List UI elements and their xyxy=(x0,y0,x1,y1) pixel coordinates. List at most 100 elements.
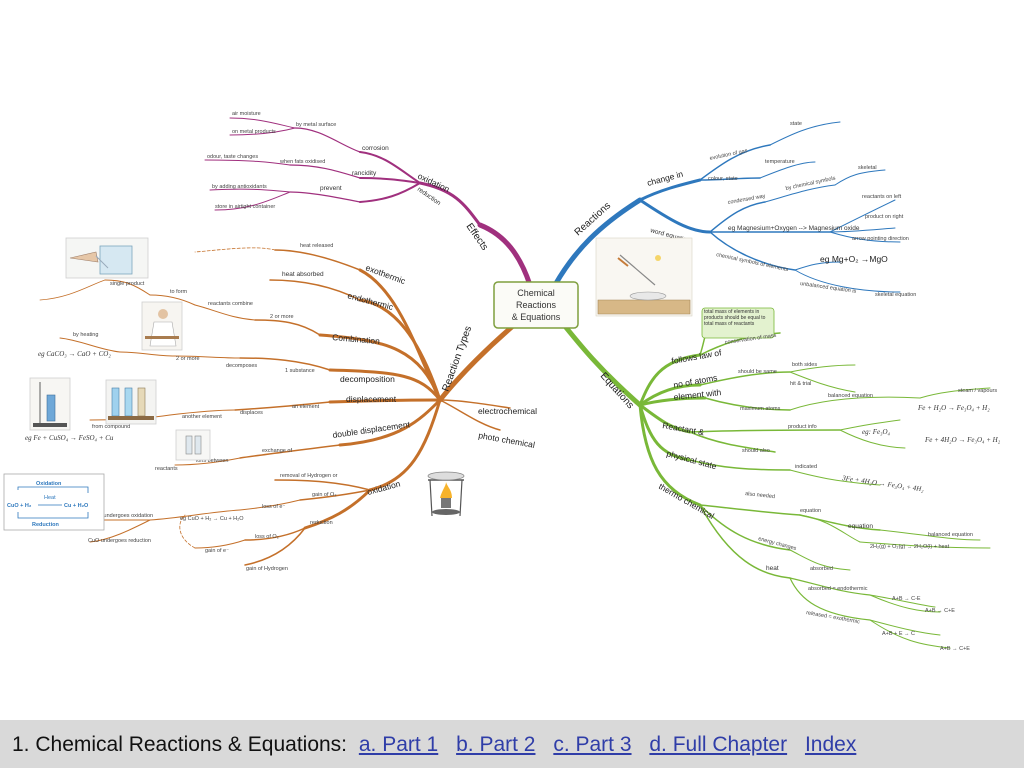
link-part-2[interactable]: b. Part 2 xyxy=(456,733,536,756)
types-gain-o: gain of O₂ xyxy=(312,492,336,498)
effects-when-fats-oxidised: when fats oxidised xyxy=(279,159,325,165)
equations-absorbed-endo: absorbed = endothermic xyxy=(808,586,868,592)
branch-reactions xyxy=(552,121,901,293)
footer-bar: 1. Chemical Reactions & Equations: a. Pa… xyxy=(0,720,1024,768)
mind-map-canvas: Effects oxidation reduction corrosion ra… xyxy=(3,111,1001,652)
types-exothermic: exothermic xyxy=(364,262,407,286)
redox-oxidation-label: Oxidation xyxy=(36,481,62,487)
equations-balanced-eq: balanced equation xyxy=(828,393,873,399)
types-double-displacement: double displacement xyxy=(332,419,411,440)
equations-add-also: should also xyxy=(742,448,770,454)
reactions-condensed-way: condensed way xyxy=(727,193,766,206)
reactions-skeletal-eq: skeletal equation xyxy=(875,292,916,298)
equations-eq2: Fe + 4H₂O → Fe₃O₄ + H₂ xyxy=(924,436,1001,444)
beaker-illustration xyxy=(65,237,149,279)
types-gain-e: gain of e⁻ xyxy=(205,548,229,554)
reactions-state: state xyxy=(790,121,802,127)
effects-labels: Effects oxidation reduction corrosion ra… xyxy=(207,111,490,253)
equations-ab-exo: A+B → C+E xyxy=(925,608,955,614)
redox-reduction-arrow xyxy=(17,512,89,519)
redox-diagram: Oxidation CuO + H₂ Heat Cu + H₂O Reducti… xyxy=(3,473,105,531)
equations-both-sides: both sides xyxy=(792,362,817,368)
types-displaces: displaces xyxy=(240,410,263,416)
reactions-temperature: temperature xyxy=(765,159,795,165)
equations-equation: equation xyxy=(848,523,873,530)
effects-odour-taste: odour, taste changes xyxy=(207,154,258,160)
types-exchange-of: exchange of xyxy=(262,448,292,454)
types-h2-undergoes: H2 undergoes oxidation xyxy=(95,513,153,519)
equations-element-with: element with xyxy=(673,387,722,402)
types-loss-e: loss of e⁻ xyxy=(262,504,285,510)
types-displacement: displacement xyxy=(346,394,397,404)
equations-note-box xyxy=(701,307,775,339)
equations-same-both: should be same xyxy=(738,369,777,375)
lab-stand-illustration xyxy=(29,377,71,431)
types-two-or-more-products: 2 or more xyxy=(176,356,200,362)
effects-on-metal-products: on metal products xyxy=(232,129,276,135)
reactions-symbols: chemical symbols of elements xyxy=(716,252,789,273)
types-decomposes: decomposes xyxy=(226,363,257,369)
branch-effects xyxy=(204,117,533,288)
types-heat-released: heat released xyxy=(300,243,333,249)
types-single-product: single product xyxy=(110,281,145,287)
redox-right: Cu + H₂O xyxy=(64,503,89,509)
equations-follows-law: follows law of xyxy=(671,347,723,366)
magnesium-experiment-illustration xyxy=(595,237,693,317)
reactions-reactants-left: reactants on left xyxy=(862,194,902,200)
link-part-1[interactable]: a. Part 1 xyxy=(358,733,439,756)
types-one-substance: 1 substance xyxy=(285,368,315,374)
reactions-eg-mg: eg Magnesium+Oxygen --> Magnesium oxide xyxy=(728,225,860,232)
equations-note-wrap: total mass of elements in products shoul… xyxy=(704,309,766,327)
redox-box xyxy=(3,473,105,531)
types-reduction: reduction xyxy=(310,520,333,526)
types-eg-cuo: eg CuO + H₂ → Cu + H₂O xyxy=(180,516,244,522)
equations-product-info: product info xyxy=(788,424,817,430)
link-part-3[interactable]: c. Part 3 xyxy=(553,733,632,756)
mind-map: Effects oxidation reduction corrosion ra… xyxy=(3,111,1001,652)
types-decomposition: decomposition xyxy=(340,374,395,384)
equations-eq4: 2H₂(g) + O₂(g) → 2H₂O(l) + heat xyxy=(870,544,950,550)
types-photo-chemical: photo chemical xyxy=(478,430,536,450)
link-full-chapter[interactable]: d. Full Chapter xyxy=(649,733,788,756)
equations-physical-state: physical state xyxy=(665,448,718,471)
equations-note: total mass of elements in products shoul… xyxy=(704,309,766,327)
center-line-2: Reactions xyxy=(516,300,557,310)
link-index[interactable]: Index xyxy=(804,733,857,756)
test-tubes-illustration xyxy=(105,379,157,425)
footer-nav: 1. Chemical Reactions & Equations: a. Pa… xyxy=(12,733,862,757)
reactions-skeletal: skeletal xyxy=(858,165,877,171)
types-reactants-combine: reactants combine xyxy=(208,301,253,307)
types-removal-h: removal of Hydrogen or xyxy=(280,473,338,479)
center-line-1: Chemical xyxy=(517,288,555,298)
equations-label: equation xyxy=(800,508,821,514)
equations-title: Equations xyxy=(598,371,636,411)
types-labels: Reaction Types exothermic heat released … xyxy=(25,243,537,572)
equations-reactant-and: Reactant & xyxy=(662,420,705,437)
equations-ab-c-exo: A+B → C+E xyxy=(940,646,970,652)
effects-antioxidants: by adding antioxidants xyxy=(212,184,267,190)
apparatus-illustration xyxy=(175,429,211,461)
footer-title: 1. Chemical Reactions & Equations: xyxy=(12,733,348,756)
types-caco3: eg CaCO₃ → CaO + CO₂ xyxy=(38,350,111,358)
types-cuo-undergoes: CuO undergoes reduction xyxy=(88,538,151,544)
equations-eq3: 3Fe + 4H₂O → Fe₃O₄ + 4H₂ xyxy=(841,474,925,494)
equations-max-atoms: maximum atoms xyxy=(740,406,781,412)
redox-heat: Heat xyxy=(44,495,56,501)
equations-ab-c-endo: A+B + E → C xyxy=(882,631,915,637)
center-box xyxy=(493,281,579,329)
equations-absorbed: absorbed xyxy=(810,566,833,572)
types-reactants: reactants xyxy=(155,466,178,472)
equations-indicated: indicated xyxy=(795,464,817,470)
burner-illustration xyxy=(427,471,465,517)
reactions-arrow: arrow pointing direction xyxy=(852,236,909,242)
center-node: Chemical Reactions & Equations xyxy=(493,281,579,329)
equations-thermo: thermo chemical xyxy=(657,481,716,521)
effects-by-metal-surface: by metal surface xyxy=(296,122,336,128)
equations-eq1: Fe + H₂O → Fe₃O₄ + H₂ xyxy=(917,404,990,412)
types-an-element: an element xyxy=(292,404,320,410)
center-line-3: & Equations xyxy=(512,312,561,322)
reactions-colour-state: colour, state xyxy=(708,176,738,182)
effects-corrosion: corrosion xyxy=(362,145,389,152)
equations-steam: steam / vapours xyxy=(958,388,997,394)
effects-rancidity: rancidity xyxy=(352,170,377,177)
